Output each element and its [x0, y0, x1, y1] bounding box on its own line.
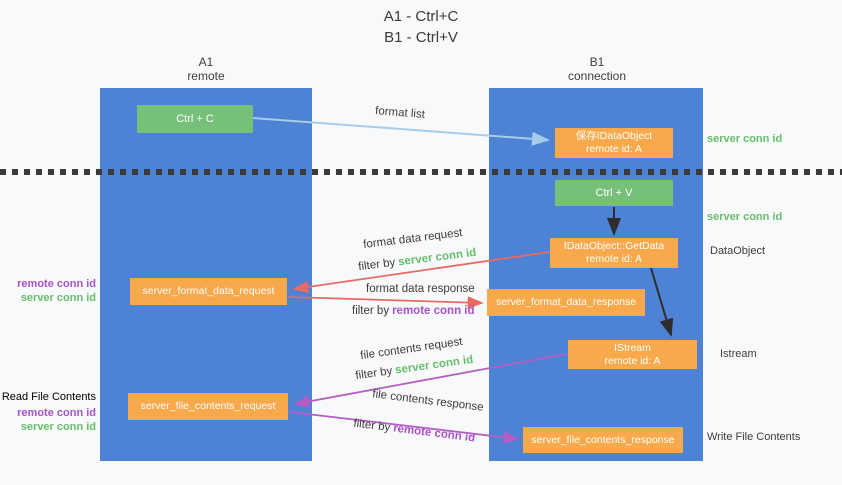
lifeline-b1-subtitle: connection: [567, 69, 627, 83]
format-data-request-label: format data request: [362, 226, 464, 252]
remote-conn-id-annotation-format: remote conn id: [17, 278, 96, 290]
lifeline-a1-name: A1: [198, 55, 214, 69]
lifeline-b1-name: B1: [589, 55, 605, 69]
remote-conn-id-annotation-file: remote conn id: [17, 407, 96, 419]
filter-by-text: filter by: [357, 256, 396, 274]
ctrl-c-label: Ctrl + C: [176, 113, 214, 125]
server-format-data-request-label: server_format_data_request: [142, 285, 275, 297]
save-idataobject-line1: 保存IDataObject: [575, 130, 653, 142]
istream-line1: IStream: [614, 341, 651, 354]
istream-node: IStream remote id: A: [568, 340, 697, 369]
dotted-separator-line: [0, 169, 842, 175]
server-file-contents-response-label: server_file_contents_response: [531, 433, 675, 446]
server-conn-id-annotation-mid: server conn id: [707, 211, 783, 223]
istream-annotation: Istream: [720, 348, 757, 360]
server-format-data-response-node: server_format_data_response: [487, 289, 645, 316]
title-line-2: B1 - Ctrl+V: [384, 29, 458, 46]
save-idataobject-line2: remote id: A: [585, 143, 643, 155]
server-conn-id-annotation-top: server conn id: [707, 133, 783, 145]
idataobject-getdata-line1: IDataObject::GetData: [563, 240, 665, 252]
lifeline-header-b1: B1 connection: [537, 55, 657, 83]
write-file-contents-annotation: Write File Contents: [707, 431, 801, 443]
idataobject-getdata-line2: remote id: A: [585, 253, 643, 265]
format-list-label: format list: [374, 105, 426, 121]
file-contents-response-label: file contents response: [371, 388, 485, 414]
read-file-contents-annotation: Read File Contents: [1, 391, 96, 403]
save-idataobject-node: 保存IDataObject remote id: A: [555, 128, 673, 158]
remote-conn-id-text: remote conn id: [392, 422, 476, 445]
lifeline-a1-subtitle: remote: [187, 69, 225, 83]
format-data-response-label: format data response: [366, 283, 475, 295]
filter-by-text: filter by: [352, 305, 390, 317]
server-file-contents-request-label: server_file_contents_request: [140, 400, 276, 412]
server-conn-id-text: server conn id: [397, 246, 477, 269]
remote-conn-id-text: remote conn id: [392, 305, 475, 317]
server-conn-id-annotation-format: server conn id: [20, 292, 96, 304]
server-file-contents-response-node: server_file_contents_response: [523, 427, 683, 453]
server-format-data-response-label: server_format_data_response: [495, 296, 637, 308]
server-conn-id-annotation-file: server conn id: [20, 421, 96, 433]
filter-by-text: filter by: [352, 417, 391, 435]
lifeline-header-a1: A1 remote: [146, 55, 266, 83]
dataobject-annotation: DataObject: [710, 245, 766, 257]
istream-line2: remote id: A: [604, 354, 661, 367]
title-line-1: A1 - Ctrl+C: [383, 8, 459, 25]
diagram-title: A1 - Ctrl+C B1 - Ctrl+V: [0, 6, 842, 48]
server-conn-id-text: server conn id: [394, 353, 474, 377]
format-data-response-arrow: [287, 296, 484, 309]
server-format-data-request-node: server_format_data_request: [130, 278, 287, 305]
server-file-contents-request-node: server_file_contents_request: [128, 393, 288, 420]
idataobject-getdata-node: IDataObject::GetData remote id: A: [550, 238, 678, 268]
ctrl-v-label: Ctrl + V: [595, 187, 633, 199]
filter-by-text: filter by: [354, 365, 394, 383]
ctrl-v-node: Ctrl + V: [555, 180, 673, 206]
ctrl-c-node: Ctrl + C: [137, 105, 253, 133]
